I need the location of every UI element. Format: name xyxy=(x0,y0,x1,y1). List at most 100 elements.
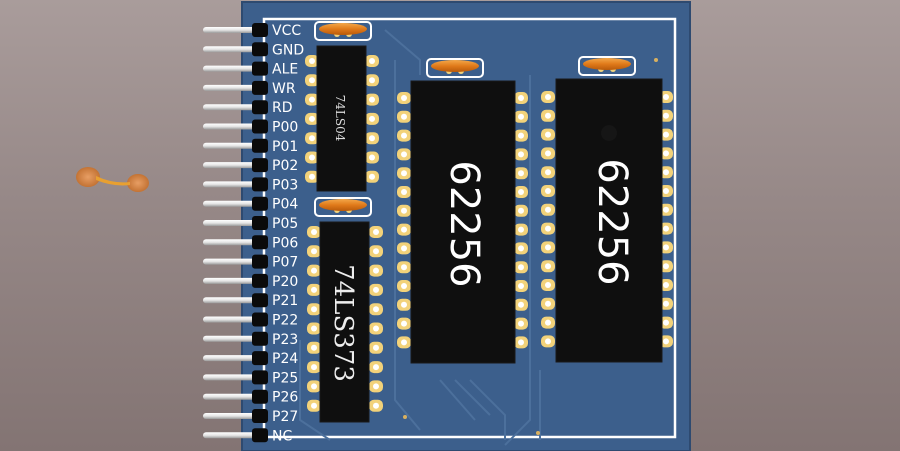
header-pin xyxy=(203,409,268,423)
pin-label: P25 xyxy=(272,370,298,386)
header-pin xyxy=(203,42,268,57)
solder-pad xyxy=(541,297,555,310)
solder-pad xyxy=(365,93,379,106)
solder-pad xyxy=(514,261,528,274)
solder-pad xyxy=(397,92,411,104)
capacitor-icon xyxy=(314,197,372,217)
solder-pad xyxy=(369,283,383,296)
pin-label: P26 xyxy=(272,390,298,406)
solder-pad xyxy=(305,151,319,164)
header-connector xyxy=(203,23,268,443)
solder-pad xyxy=(514,280,528,292)
solder-pad xyxy=(541,279,555,291)
pin-label: P04 xyxy=(272,197,298,213)
header-pin xyxy=(203,235,268,250)
pin-label: P03 xyxy=(272,177,298,193)
pin-label: VCC xyxy=(272,23,301,39)
pin-label-column: VCCGNDALEWRRDP00P01P02P03P04P05P06P07P20… xyxy=(272,23,304,444)
solder-pad xyxy=(541,147,555,160)
pin-label: NC xyxy=(272,428,292,444)
solder-pad xyxy=(397,261,411,274)
solder-pad xyxy=(397,336,411,349)
solder-pad xyxy=(514,148,528,161)
solder-pad xyxy=(365,74,379,87)
solder-pad xyxy=(305,112,319,125)
pin-label: P00 xyxy=(272,120,298,136)
solder-pad xyxy=(307,399,321,412)
solder-pad xyxy=(514,223,528,236)
stray-component-icon xyxy=(76,167,149,192)
solder-pad xyxy=(541,316,555,329)
pin-label: P05 xyxy=(272,216,298,232)
solder-pad xyxy=(514,242,528,255)
solder-pad xyxy=(369,341,383,354)
pin-label: ALE xyxy=(272,62,298,78)
solder-pad xyxy=(541,241,555,254)
header-pin xyxy=(203,216,268,230)
solder-pad xyxy=(541,91,555,103)
solder-pad xyxy=(365,170,379,183)
chip-62256-left: 62256 xyxy=(410,80,516,364)
chip-62256-left-label: 62256 xyxy=(441,160,487,287)
solder-pad xyxy=(305,93,319,106)
solder-pad xyxy=(541,166,555,179)
pin-label: P20 xyxy=(272,274,298,290)
solder-pad xyxy=(541,260,555,273)
solder-pad xyxy=(307,380,321,393)
solder-pad xyxy=(397,317,411,330)
header-pin xyxy=(203,61,268,76)
solder-pad xyxy=(369,245,383,258)
pin-label: P06 xyxy=(272,235,298,251)
capacitor-icon xyxy=(426,58,484,78)
solder-pad xyxy=(307,283,321,296)
solder-pad xyxy=(305,132,319,145)
solder-pad xyxy=(365,112,379,125)
header-pin xyxy=(203,158,268,173)
solder-pad xyxy=(397,280,411,292)
solder-pad xyxy=(514,167,528,180)
capacitor-icon xyxy=(314,21,372,41)
pin-label: GND xyxy=(272,42,304,58)
solder-pad xyxy=(307,303,321,316)
pin-label: P21 xyxy=(272,293,298,309)
pin-label: WR xyxy=(272,81,296,97)
solder-pad xyxy=(369,303,383,316)
solder-pad xyxy=(307,264,321,277)
pcb-traces xyxy=(299,29,541,446)
solder-pad xyxy=(541,203,555,216)
chip-62256-right: 62256 xyxy=(555,78,663,363)
solder-pad xyxy=(514,110,528,123)
header-pin xyxy=(203,351,268,366)
header-pin xyxy=(203,119,268,134)
solder-pad xyxy=(369,226,383,238)
solder-pad xyxy=(541,185,555,197)
header-pin xyxy=(203,331,268,346)
solder-pad xyxy=(307,361,321,374)
solder-pad xyxy=(369,322,383,335)
header-pin xyxy=(203,23,268,37)
header-pin xyxy=(203,254,268,269)
solder-pad xyxy=(365,132,379,145)
solder-pad xyxy=(307,226,321,238)
solder-pad xyxy=(397,129,411,142)
pin-label: P02 xyxy=(272,158,298,174)
solder-pad xyxy=(369,361,383,374)
solder-pad xyxy=(514,129,528,142)
solder-pad xyxy=(397,167,411,180)
header-pin xyxy=(203,312,268,327)
solder-pad xyxy=(305,170,319,183)
solder-pad xyxy=(369,264,383,277)
pin-label: P27 xyxy=(272,409,298,425)
pin-label: RD xyxy=(272,100,293,116)
solder-pad xyxy=(397,186,411,198)
header-pin xyxy=(203,389,268,404)
solder-pad xyxy=(541,128,555,141)
solder-pad xyxy=(397,110,411,123)
pin-label: P24 xyxy=(272,351,298,367)
chip-74ls04: 74LS04 xyxy=(316,45,367,192)
solder-pad xyxy=(541,222,555,235)
solder-pad xyxy=(397,242,411,255)
capacitor-icon xyxy=(578,56,636,76)
solder-pad xyxy=(305,74,319,87)
